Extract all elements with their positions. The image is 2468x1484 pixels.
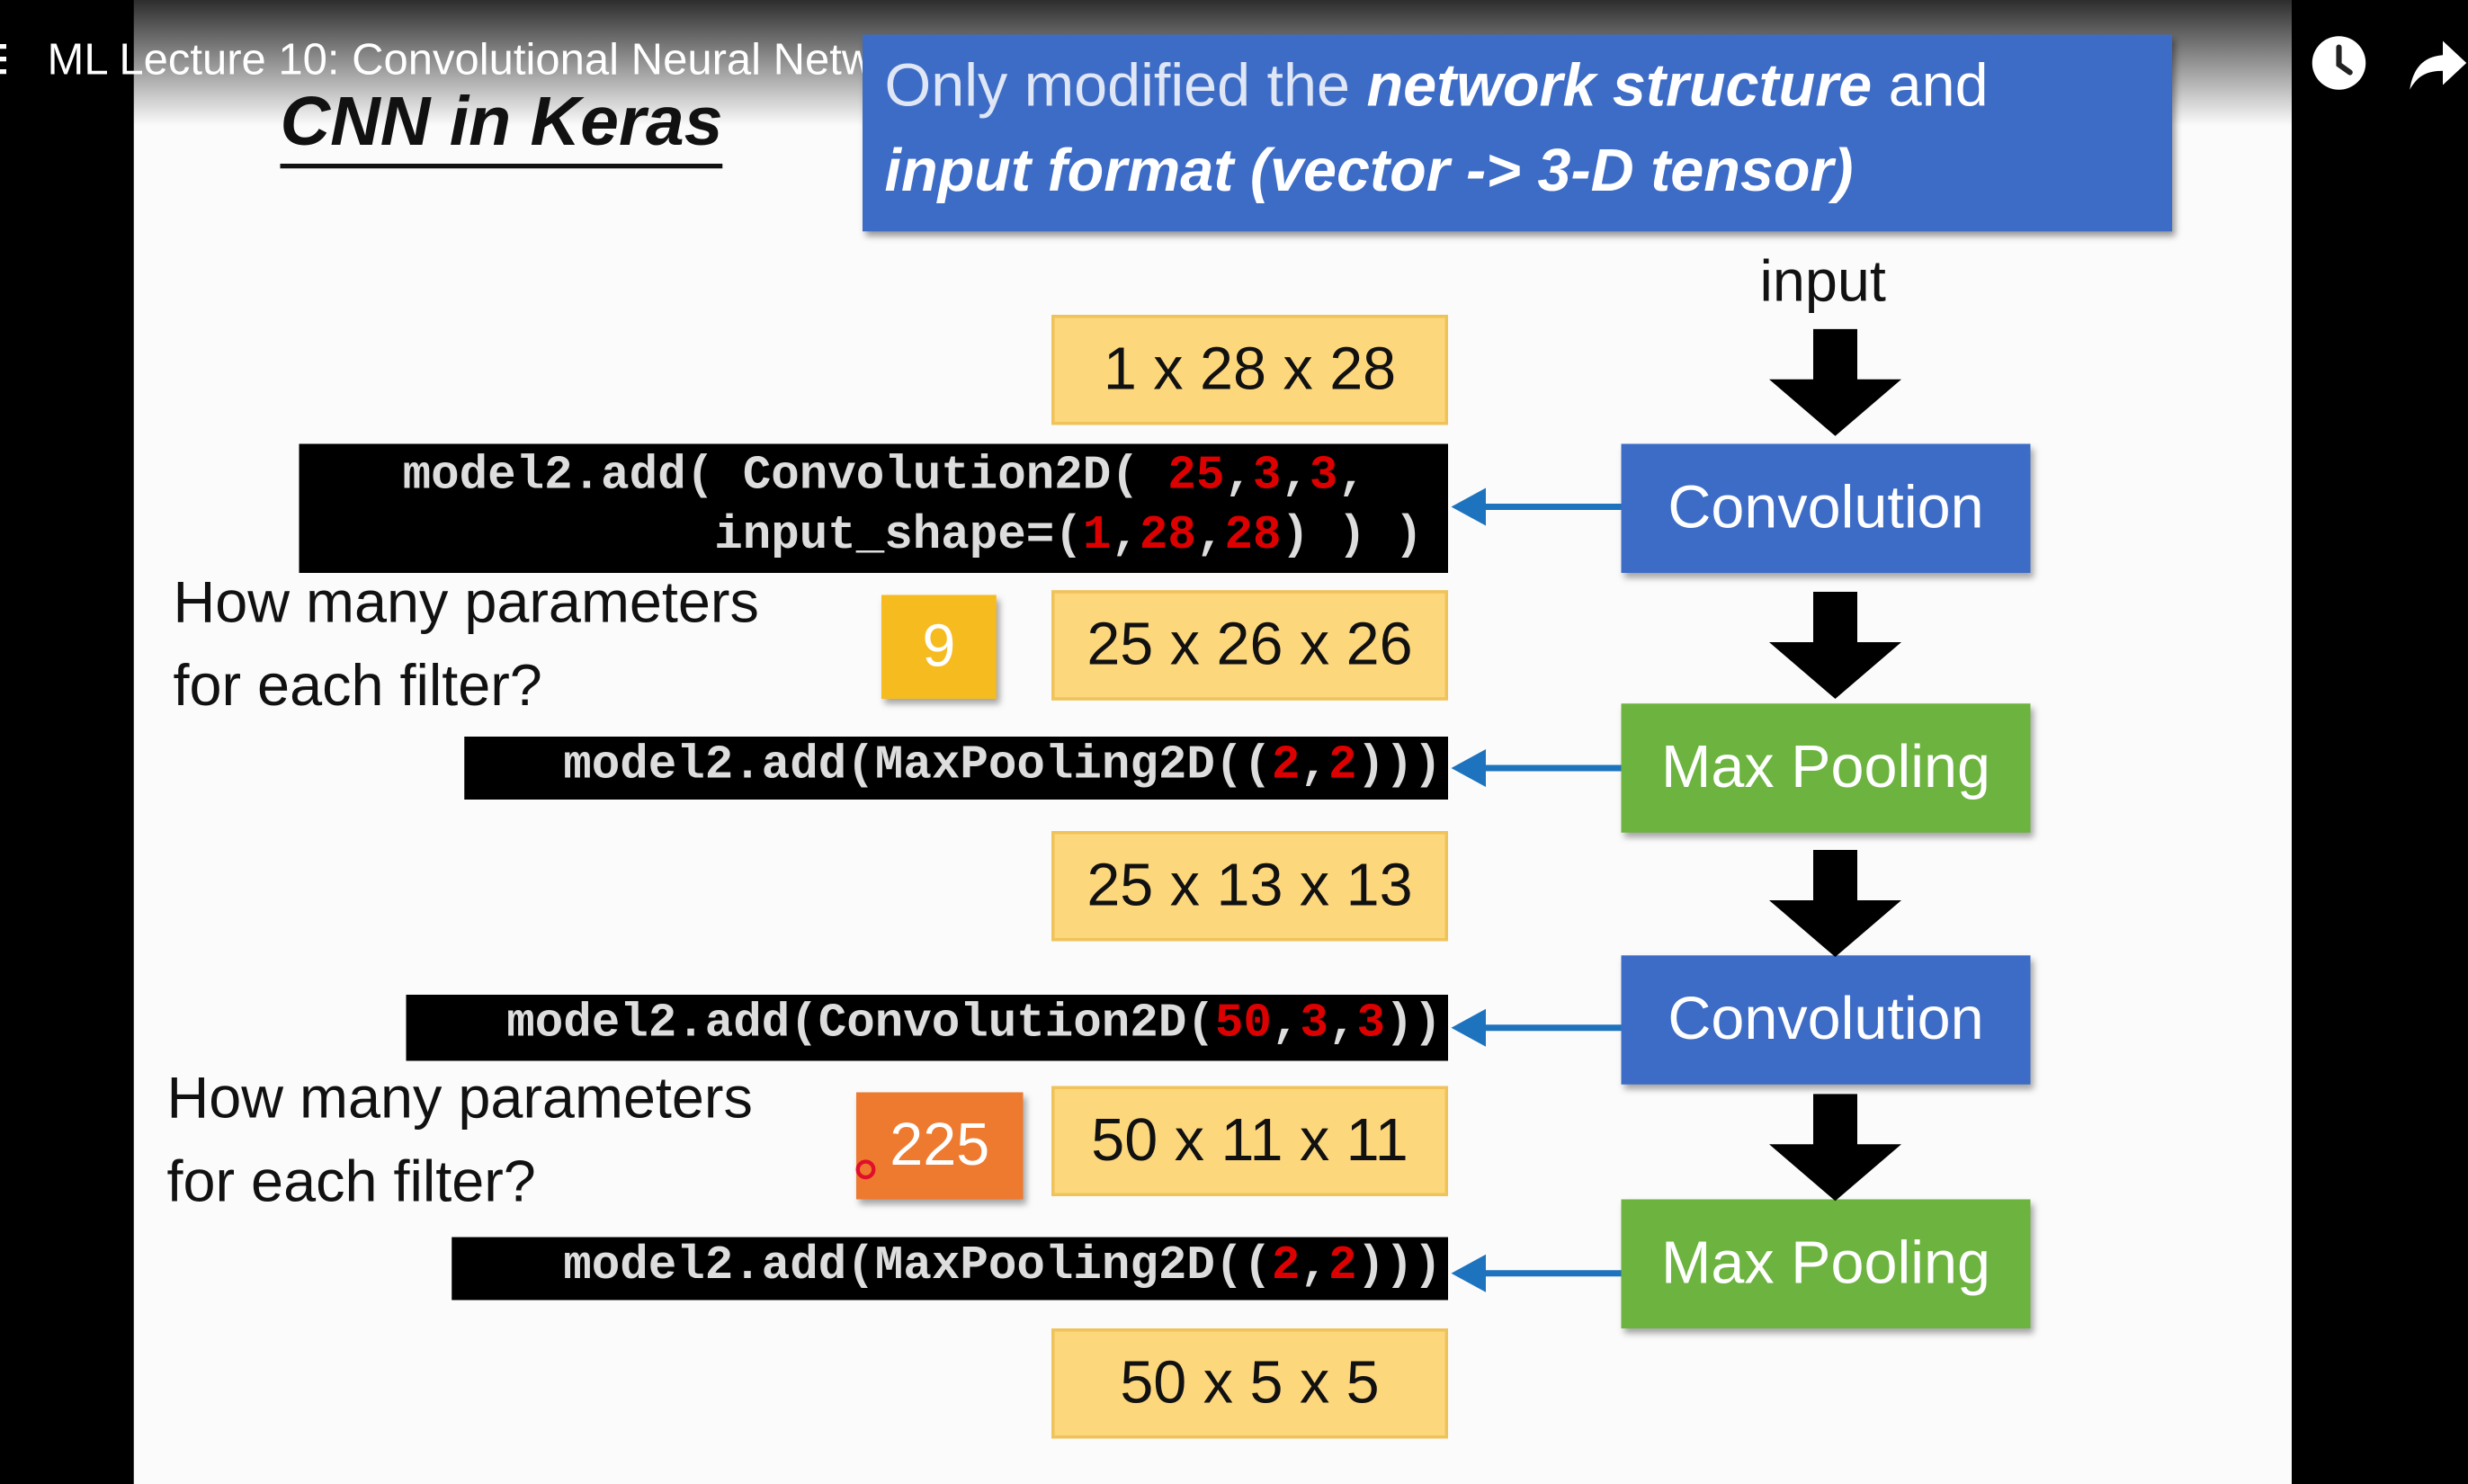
shape-box-conv2: 50 x 11 x 11 <box>1051 1086 1448 1196</box>
question-1-line-2: for each filter? <box>173 653 542 718</box>
left-arrow-icon <box>1451 1008 1622 1047</box>
left-arrow-icon <box>1451 487 1622 526</box>
shape-box-conv1: 25 x 26 x 26 <box>1051 590 1448 701</box>
video-title[interactable]: ML Lecture 10: Convolutional Neural Netw… <box>47 34 935 84</box>
down-arrow-icon <box>1769 850 1901 957</box>
left-arrow-icon <box>1451 1254 1622 1292</box>
question-2-line-2: for each filter? <box>166 1149 536 1214</box>
code-line: model2.add( Convolution2D( 25,3,3, <box>402 450 1366 505</box>
left-arrow-icon <box>1451 749 1622 787</box>
layer-max-pooling-2: Max Pooling <box>1621 1199 2031 1328</box>
pointer-cursor-icon <box>855 1159 876 1180</box>
question-1: How many parameters for each filter? <box>174 560 759 728</box>
layer-convolution-1: Convolution <box>1621 443 2031 573</box>
layer-max-pooling-1: Max Pooling <box>1621 703 2031 833</box>
note-line-1: Only modified the network structure and <box>884 53 1989 121</box>
shape-box-pool2: 50 x 5 x 5 <box>1051 1328 1448 1439</box>
answer-badge-2: 225 <box>856 1092 1024 1200</box>
share-icon[interactable] <box>2409 38 2468 94</box>
shape-box-input: 1 x 28 x 28 <box>1051 315 1448 425</box>
note-box: Only modified the network structure and … <box>863 34 2172 232</box>
down-arrow-icon <box>1769 328 1901 436</box>
clock-icon[interactable] <box>2311 35 2367 92</box>
code-conv2: model2.add(Convolution2D(50,3,3)) <box>406 995 1448 1061</box>
code-pool2: model2.add(MaxPooling2D((2,2))) <box>452 1237 1448 1301</box>
note-line-2: input format (vector -> 3-D tensor) <box>884 139 1854 205</box>
answer-badge-1: 9 <box>881 594 997 699</box>
question-2-line-1: How many parameters <box>166 1065 753 1131</box>
input-label: input <box>1759 248 1886 314</box>
code-conv1: model2.add( Convolution2D( 25,3,3, input… <box>299 443 1448 573</box>
code-pool1: model2.add(MaxPooling2D((2,2))) <box>464 737 1448 800</box>
menu-icon[interactable] <box>0 44 13 82</box>
question-2: How many parameters for each filter? <box>167 1056 753 1223</box>
layer-convolution-2: Convolution <box>1621 955 2031 1085</box>
code-line: input_shape=(1,28,28) ) ) <box>714 510 1423 564</box>
shape-box-pool1: 25 x 13 x 13 <box>1051 831 1448 942</box>
question-1-line-1: How many parameters <box>173 569 759 635</box>
down-arrow-icon <box>1769 1094 1901 1202</box>
down-arrow-icon <box>1769 592 1901 699</box>
slide-heading: CNN in Keras <box>280 85 723 169</box>
